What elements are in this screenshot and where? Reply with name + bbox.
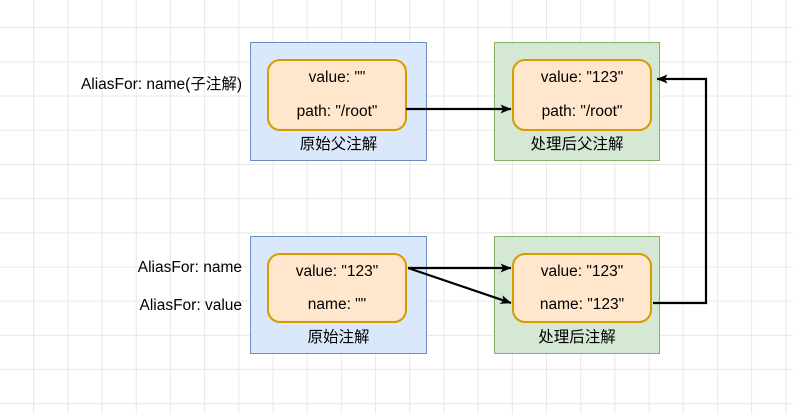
label-aliasfor-name-child: AliasFor: name(子注解) — [80, 76, 242, 93]
node-child-processed-value: value: "123" — [540, 262, 624, 280]
node-parent-source-value: value: "" — [308, 69, 366, 87]
node-child-processed-label: 处理后注解 — [538, 329, 616, 346]
node-child-source-label: 原始注解 — [307, 329, 370, 346]
edge-child-source-to-child-processed-name — [407, 266, 512, 305]
node-child-processed-name: name: "123" — [539, 295, 625, 313]
node-parent-source-path: path: "/root" — [296, 103, 378, 121]
node-child-source-fields[interactable]: value: "123" name: "" — [267, 253, 407, 323]
node-parent-processed-path: path: "/root" — [541, 103, 623, 121]
label-aliasfor-value: AliasFor: value — [139, 297, 242, 314]
label-aliasfor-name: AliasFor: name — [137, 259, 242, 276]
edge-child-processed-to-parent-processed — [653, 74, 708, 305]
node-parent-source-fields[interactable]: value: "" path: "/root" — [267, 59, 407, 131]
node-child-source-name: name: "" — [307, 295, 367, 313]
node-parent-source-label: 原始父注解 — [299, 136, 378, 153]
node-parent-processed-label: 处理后父注解 — [530, 136, 624, 153]
node-parent-processed-value: value: "123" — [540, 69, 624, 87]
node-parent-processed-fields[interactable]: value: "123" path: "/root" — [512, 59, 652, 131]
node-child-source-value: value: "123" — [295, 262, 379, 280]
node-child-processed-fields[interactable]: value: "123" name: "123" — [512, 253, 652, 323]
